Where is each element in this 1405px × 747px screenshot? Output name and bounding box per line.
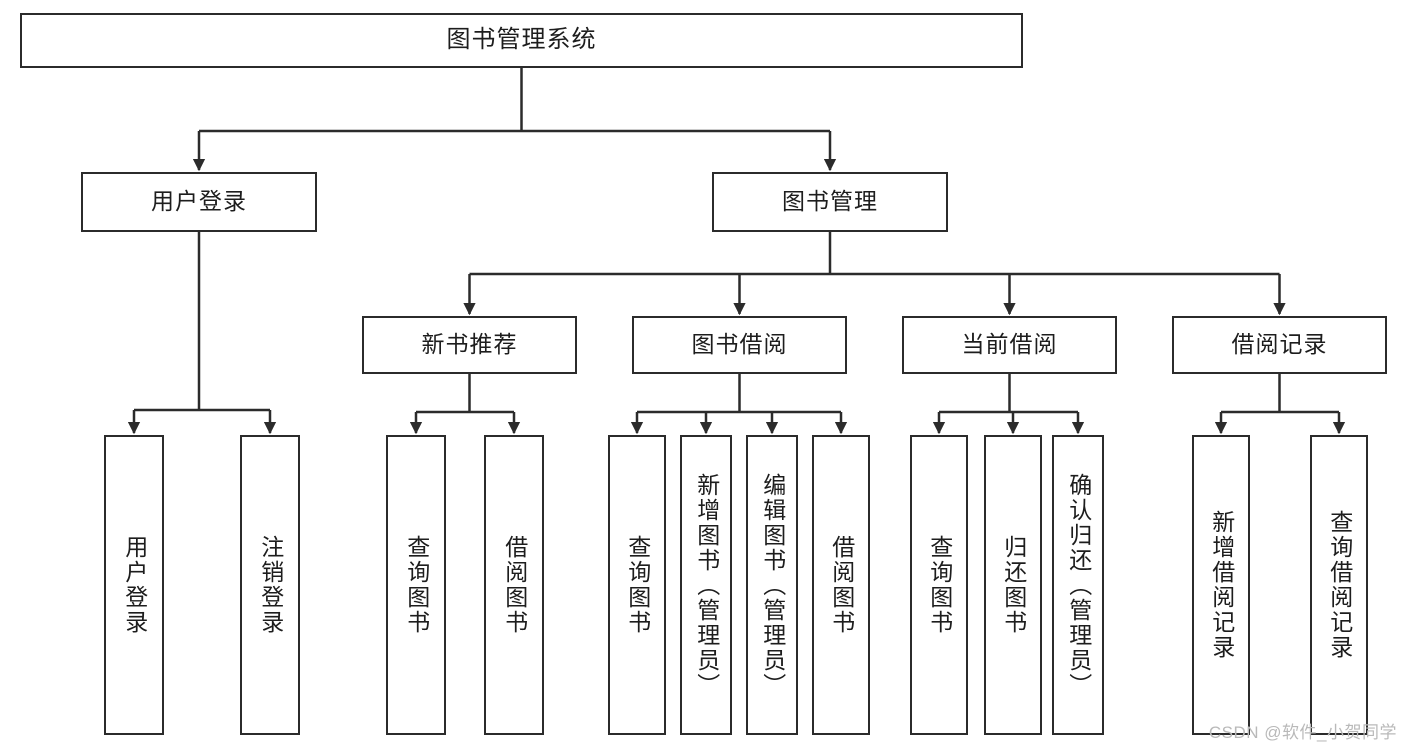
node-borrow-record[interactable]: 借阅记录 xyxy=(1172,316,1387,374)
node-leaf-query-book-1[interactable]: 查询图书 xyxy=(386,435,446,735)
leaf-label: 注销登录 xyxy=(257,535,284,635)
node-user-login[interactable]: 用户登录 xyxy=(81,172,317,232)
node-leaf-borrow-book-2[interactable]: 借阅图书 xyxy=(812,435,870,735)
leaf-label: 查询借阅记录 xyxy=(1326,510,1353,660)
node-leaf-user-login[interactable]: 用户登录 xyxy=(104,435,164,735)
leaf-label: 借阅图书 xyxy=(501,535,528,635)
leaf-label: 借阅图书 xyxy=(828,535,855,635)
leaf-label: 新增图书（管理员） xyxy=(693,472,720,698)
node-leaf-edit-book-admin[interactable]: 编辑图书（管理员） xyxy=(746,435,798,735)
node-leaf-return-book[interactable]: 归还图书 xyxy=(984,435,1042,735)
node-leaf-logout[interactable]: 注销登录 xyxy=(240,435,300,735)
leaf-label: 用户登录 xyxy=(121,535,148,635)
node-leaf-query-book-3[interactable]: 查询图书 xyxy=(910,435,968,735)
leaf-label: 新增借阅记录 xyxy=(1208,510,1235,660)
node-root[interactable]: 图书管理系统 xyxy=(20,13,1023,68)
node-leaf-query-borrow-record[interactable]: 查询借阅记录 xyxy=(1310,435,1368,735)
node-leaf-add-book-admin[interactable]: 新增图书（管理员） xyxy=(680,435,732,735)
leaf-label: 确认归还（管理员） xyxy=(1065,472,1092,698)
node-book-borrow[interactable]: 图书借阅 xyxy=(632,316,847,374)
node-leaf-add-borrow-record[interactable]: 新增借阅记录 xyxy=(1192,435,1250,735)
node-leaf-query-book-2[interactable]: 查询图书 xyxy=(608,435,666,735)
csdn-watermark: CSDN @软件_小贺同学 xyxy=(1208,723,1397,742)
node-leaf-borrow-book-1[interactable]: 借阅图书 xyxy=(484,435,544,735)
leaf-label: 归还图书 xyxy=(1000,535,1027,635)
node-leaf-confirm-return-admin[interactable]: 确认归还（管理员） xyxy=(1052,435,1104,735)
leaf-label: 编辑图书（管理员） xyxy=(759,472,786,698)
leaf-label: 查询图书 xyxy=(403,535,430,635)
node-current-borrow[interactable]: 当前借阅 xyxy=(902,316,1117,374)
leaf-label: 查询图书 xyxy=(926,535,953,635)
leaf-label: 查询图书 xyxy=(624,535,651,635)
node-new-book-recommend[interactable]: 新书推荐 xyxy=(362,316,577,374)
node-book-manage[interactable]: 图书管理 xyxy=(712,172,948,232)
